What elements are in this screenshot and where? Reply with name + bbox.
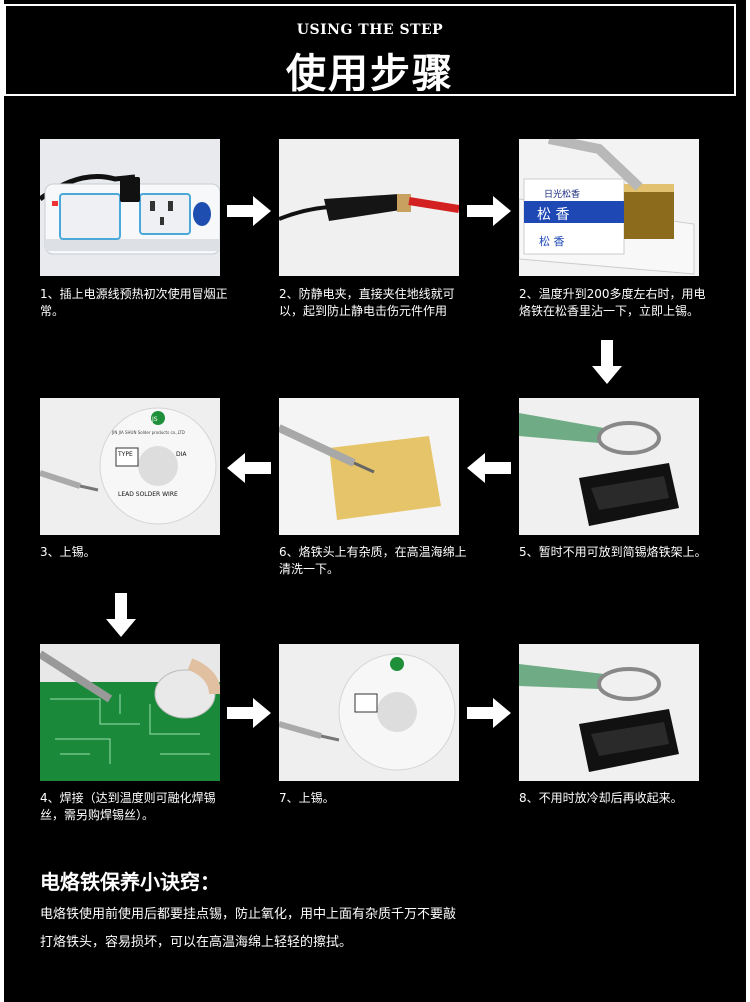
solder-dia-label: DIA [176,451,187,458]
step8-caption: 7、上锡。 [279,791,335,805]
step3-caption: 2、温度升到200多度左右时，用电烙铁在松香里沾一下，立即上锡。 [519,287,706,318]
arrow-right-icon [467,196,511,230]
step6-photo [519,398,699,535]
header-english-title: USING THE STEP [296,22,444,38]
arrow-down-icon [592,340,622,388]
rosin-big-label: 松 香 [537,207,569,223]
arrow-left-icon [227,453,271,487]
arrow-right-icon [227,698,271,732]
tips-line-2: 打烙铁头，容易损坏，可以在高温海绵上轻轻的擦拭。 [40,935,353,950]
solder-logo-label: JS [151,416,158,423]
rosin-small-label: 松 香 [539,234,565,248]
solder-type-label: TYPE [117,451,133,458]
step7-photo [40,644,220,781]
tips-line-1: 电烙铁使用前使用后都要挂点锡，防止氧化，用中上面有杂质千万不要敲 [40,907,457,922]
step9-caption: 8、不用时放冷却后再收起来。 [519,791,683,805]
solder-wire-label: LEAD SOLDER WIRE [118,491,178,498]
step5-photo [279,398,459,535]
step5-caption: 6、烙铁头上有杂质，在高温海绵上清洗一下。 [279,545,467,576]
step3-photo: 日光松香 松 香 松 香 [519,139,699,276]
step6-caption: 5、暂时不用可放到简锡烙铁架上。 [519,545,707,559]
step1-photo [40,139,220,276]
arrow-down-icon [106,593,136,641]
arrow-right-icon [467,698,511,732]
header: USING THE STEP 使用步骤 [4,4,736,97]
step7-caption: 4、焊接（达到温度则可融化焊锡丝，需另购焊锡丝）。 [40,791,216,822]
tips-title: 电烙铁保养小诀窍： [40,870,220,894]
step4-photo: JS JIN JIA SHUN Solder products co.,LTD … [40,398,220,535]
rosin-brand-label: 日光松香 [544,188,580,200]
arrow-left-icon [467,453,511,487]
header-chinese-title: 使用步骤 [286,50,454,97]
arrow-right-icon [227,196,271,230]
step2-caption: 2、防静电夹，直接夹住地线就可以，起到防止静电击伤元件作用 [279,287,455,318]
step2-photo [279,139,459,276]
step1-caption: 1、插上电源线预热初次使用冒烟正常。 [40,287,228,318]
step9-photo [519,644,699,781]
step4-caption: 3、上锡。 [40,545,96,559]
step8-photo [279,644,459,781]
solder-company-label: JIN JIA SHUN Solder products co.,LTD [111,430,185,435]
